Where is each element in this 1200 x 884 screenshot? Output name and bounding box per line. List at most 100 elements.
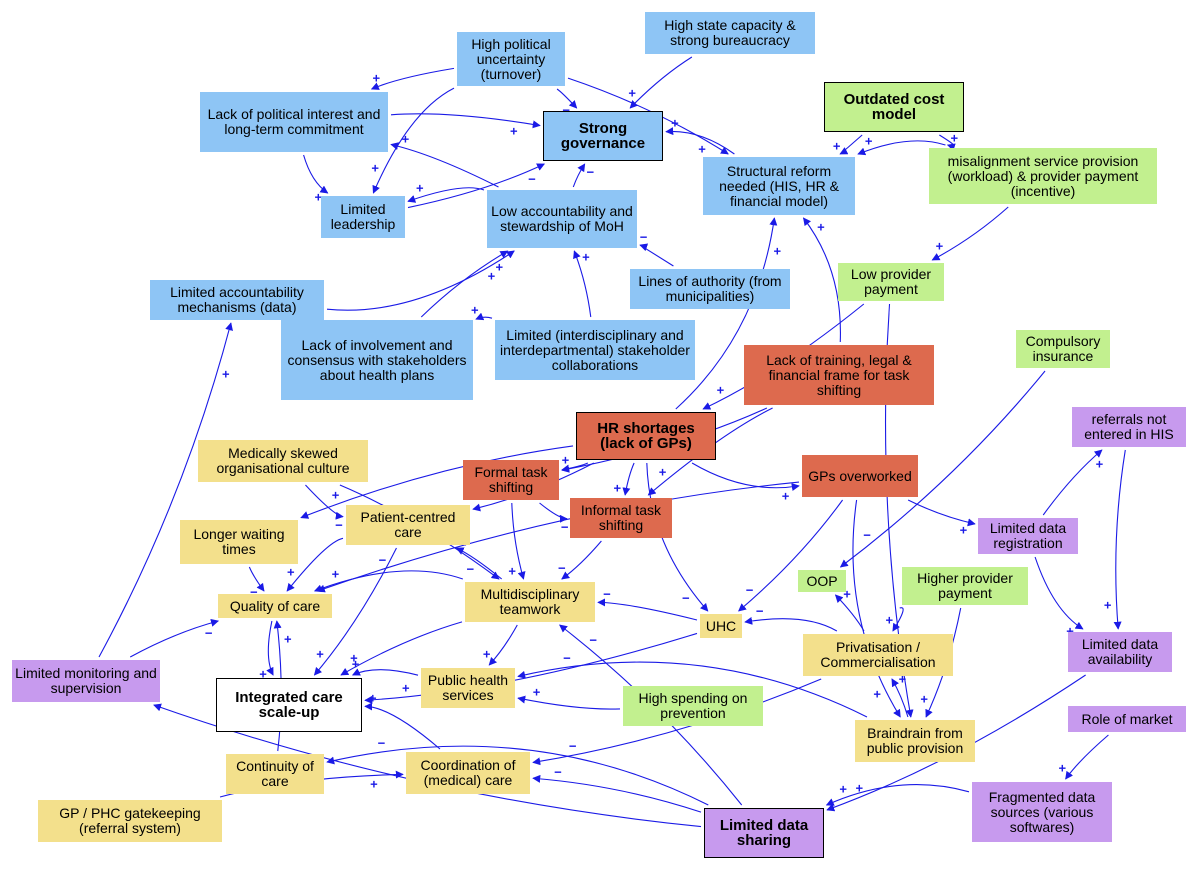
node-role-of-market: Role of market (1068, 706, 1186, 732)
causal-link-hr_shortages-to-formal_task_shifting (561, 462, 589, 473)
node-strong-governance: Strong governance (543, 111, 663, 161)
link-polarity-sign: + (671, 115, 679, 131)
link-polarity-sign: + (495, 259, 504, 275)
causal-link-high_spending_prevention-to-public_health_services (517, 695, 621, 710)
causal-link-outdated_cost_model-to-structural_reform (839, 134, 863, 155)
link-polarity-sign: + (950, 130, 959, 146)
link-polarity-sign: − (528, 171, 536, 187)
link-polarity-sign: + (401, 131, 410, 147)
link-polarity-sign: − (554, 764, 562, 780)
causal-link-higher_provider_payment-to-privatisation (892, 607, 904, 632)
node-hr-shortages: HR shortages (lack of GPs) (576, 412, 716, 460)
causal-link-limited_collab-to-low_accountability (573, 250, 592, 318)
causal-link-privatisation-to-oop (834, 594, 865, 632)
causal-link-low_accountability-to-lack_political_interest (390, 142, 499, 188)
node-oop: OOP (798, 570, 846, 592)
causal-link-multidisciplinary_teamwork-to-quality_of_care (313, 570, 464, 593)
link-polarity-sign: + (259, 666, 267, 682)
link-polarity-sign: + (371, 160, 379, 176)
causal-link-limited_accountability_mech-to-low_accountability (326, 250, 515, 311)
node-limited-monitoring: Limited monitoring and supervision (12, 660, 160, 702)
link-polarity-sign: + (561, 452, 570, 468)
link-polarity-sign: + (1058, 760, 1067, 776)
node-outdated-cost-model: Outdated cost model (824, 82, 964, 132)
causal-link-lack_political_interest-to-limited_leadership (303, 154, 329, 194)
link-polarity-sign: + (832, 138, 841, 153)
node-medically-skewed: Medically skewed organisational culture (198, 440, 368, 482)
link-polarity-sign: + (508, 563, 516, 579)
link-polarity-sign: + (873, 686, 881, 702)
link-polarity-sign: + (482, 646, 491, 662)
causal-link-hr_shortages-to-structural_reform (675, 217, 778, 410)
causal-link-gps_overworked-to-braindrain (852, 499, 901, 718)
causal-link-multidisciplinary_teamwork-to-public_health_services (488, 624, 518, 666)
link-polarity-sign: − (335, 517, 343, 533)
link-polarity-sign: + (613, 480, 622, 496)
causal-link-multidisciplinary_teamwork-to-patient_centred_care (455, 547, 503, 580)
node-multidisciplinary-teamwork: Multidisciplinary teamwork (465, 582, 595, 622)
link-polarity-sign: + (1103, 597, 1112, 613)
link-polarity-sign: − (863, 527, 871, 543)
link-polarity-sign: − (466, 561, 475, 577)
causal-link-limited_data_sharing-to-coordination_of_care (532, 774, 702, 813)
link-polarity-sign: + (350, 650, 358, 665)
causal-link-high_state_capacity-to-strong_governance (629, 56, 693, 109)
link-polarity-sign: + (773, 243, 782, 259)
causal-link-limited_monitoring-to-limited_accountability_mech (98, 322, 233, 658)
node-high-spending-prevention: High spending on prevention (623, 686, 763, 726)
node-limited-leadership: Limited leadership (321, 196, 405, 238)
link-polarity-sign: + (314, 189, 323, 205)
link-polarity-sign: + (370, 776, 378, 792)
causal-link-gps_overworked-to-uhc (738, 499, 844, 612)
node-compulsory-insurance: Compulsory insurance (1016, 330, 1110, 368)
node-referrals-not-entered: referrals not entered in HIS (1072, 407, 1186, 447)
node-formal-task-shifting: Formal task shifting (463, 460, 559, 500)
causal-link-high_political_uncertainty-to-strong_governance (556, 88, 578, 109)
link-polarity-sign: + (839, 781, 847, 797)
node-patient-centred-care: Patient-centred care (346, 505, 470, 545)
node-limited-accountability-mech: Limited accountability mechanisms (data) (150, 280, 324, 320)
link-polarity-sign: + (959, 522, 968, 538)
causal-link-limited_data_sharing-to-continuity_of_care (326, 745, 709, 806)
link-polarity-sign: + (283, 631, 292, 647)
node-gps-overworked: GPs overworked (802, 455, 918, 497)
link-polarity-sign: + (855, 780, 864, 796)
causal-link-compulsory_insurance-to-oop (839, 370, 1046, 568)
causal-link-low_accountability-to-strong_governance (572, 163, 586, 188)
link-polarity-sign: + (316, 646, 324, 662)
causal-link-hr_shortages-to-informal_task_shifting (622, 462, 635, 496)
node-continuity-of-care: Continuity of care (226, 754, 324, 794)
link-polarity-sign: + (658, 464, 667, 480)
link-polarity-sign: + (471, 302, 479, 318)
causal-link-fragmented_data-to-limited_data_sharing (825, 784, 970, 806)
link-polarity-sign: − (560, 519, 569, 535)
causal-link-privatisation-to-coordination_of_care (532, 678, 822, 766)
link-polarity-sign: − (586, 164, 595, 180)
node-lack-political-interest: Lack of political interest and long-term… (200, 92, 388, 152)
causal-link-informal_task_shifting-to-multidisciplinary_teamwork (561, 540, 602, 580)
causal-link-patient_centred_care-to-integrated_care (313, 547, 397, 676)
link-polarity-sign: + (716, 382, 725, 398)
node-informal-task-shifting: Informal task shifting (570, 498, 672, 538)
link-polarity-sign: + (935, 238, 944, 254)
node-lack-involvement: Lack of involvement and consensus with s… (281, 320, 473, 400)
node-limited-data-registration: Limited data registration (978, 518, 1078, 554)
causal-link-hr_shortages-to-uhc (646, 462, 709, 612)
causal-link-hr_shortages-to-longer_waiting_times (300, 445, 574, 519)
link-polarity-sign: − (745, 582, 754, 598)
link-polarity-sign: + (487, 268, 496, 284)
causal-link-gps_overworked-to-quality_of_care (316, 481, 800, 593)
node-lines-of-authority: Lines of authority (from municipalities) (630, 269, 790, 309)
causal-link-longer_waiting_times-to-quality_of_care (248, 566, 265, 592)
causal-link-lines_of_authority-to-low_accountability (639, 243, 674, 267)
link-polarity-sign: + (351, 656, 360, 672)
causal-link-outdated_cost_model-to-misalignment (939, 134, 956, 152)
causal-link-braindrain-to-privatisation (891, 678, 909, 718)
link-polarity-sign: − (377, 735, 386, 751)
causal-link-referrals_not_entered-to-limited_data_availability (1113, 449, 1126, 630)
link-polarity-sign: + (920, 691, 928, 707)
link-polarity-sign: + (532, 684, 541, 700)
link-polarity-sign: + (628, 85, 636, 101)
causal-link-lack_involvement-to-low_accountability (420, 250, 509, 318)
